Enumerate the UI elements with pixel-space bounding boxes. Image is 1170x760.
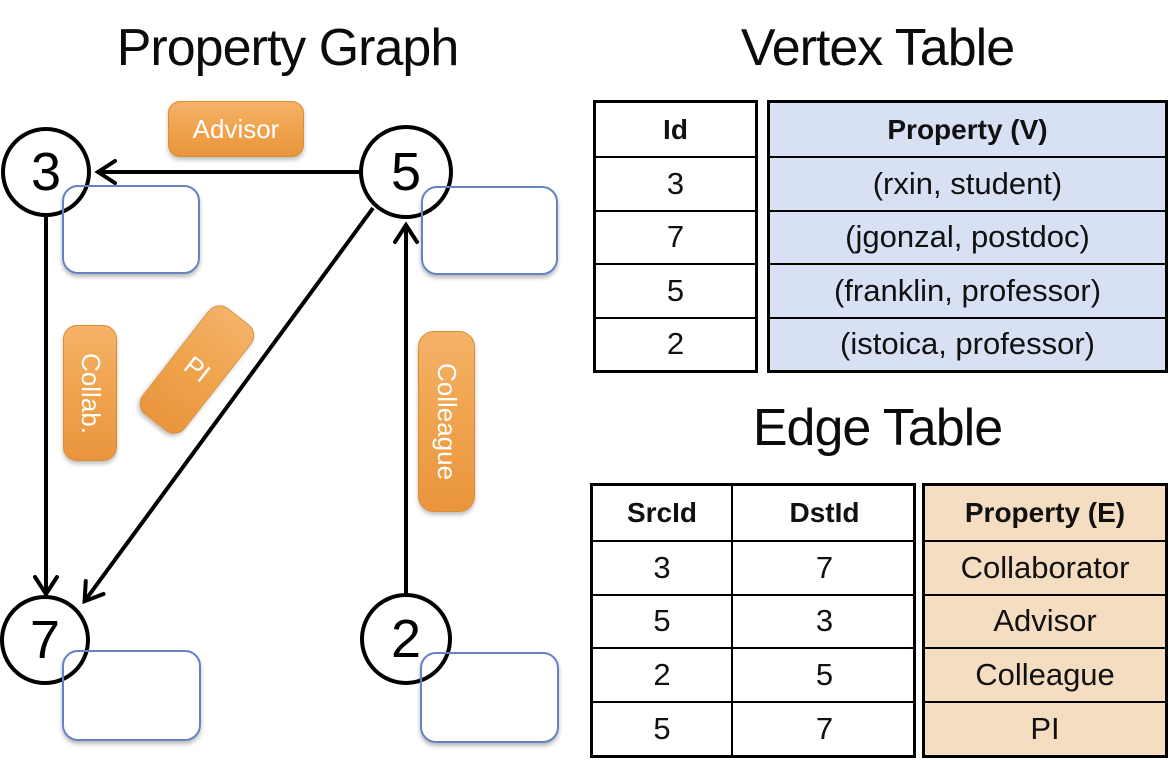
vertex-table-property-cell: (franklin, professor) (770, 263, 1165, 316)
vertex-table-property-cell: (istoica, professor) (770, 316, 1165, 370)
edge-label-text: Advisor (192, 113, 280, 144)
vertex-table-id-cell: 5 (596, 263, 755, 316)
vertex-label-line2: stu. (82, 240, 126, 270)
vertex-table-property-column: Property (V) (rxin, student) (jgonzal, p… (767, 100, 1168, 373)
vertex-table-property-cell: (jgonzal, postdoc) (770, 209, 1165, 263)
edge-table-src-cell: 5 (593, 701, 731, 755)
vertex-id-3: 3 (30, 142, 62, 202)
vertex-label-line1: franklin, (441, 202, 536, 232)
edge-table-id-columns: SrcId DstId 3 7 5 3 2 5 5 7 (590, 483, 916, 758)
edge-label-colleague: Colleague (418, 331, 475, 512)
edge-label-text: Colleague (432, 362, 462, 481)
edge-table-src-cell: 5 (593, 593, 731, 648)
edge-table-srcid-header: SrcId (626, 496, 698, 528)
edge-table-property-cell: Advisor (925, 593, 1165, 648)
edge-pi-5-to-7 (82, 206, 375, 605)
edge-label-text: PI (178, 349, 217, 389)
vertex-label-franklin: franklin, prof. (421, 186, 558, 275)
vertex-table-id-header: Id (663, 113, 688, 145)
edge-label-collab: Collab. (63, 325, 117, 461)
vertex-label-line2: prof. (441, 241, 496, 271)
edge-label-advisor: Advisor (168, 101, 304, 157)
vertex-id-2: 2 (390, 609, 422, 669)
vertex-label-line2: prof. (440, 707, 495, 737)
edge-table-src-cell: 2 (593, 647, 731, 701)
edge-table-src-cell: 3 (593, 539, 731, 594)
edge-table-property-cell: Collaborator (925, 539, 1165, 594)
vertex-table-id-cell: 3 (596, 156, 755, 209)
edge-table-dst-cell: 7 (731, 539, 916, 594)
vertex-table-id-cell: 7 (596, 209, 755, 263)
vertex-table-property-header: Property (V) (887, 113, 1048, 145)
edge-table-dstid-header: DstId (731, 486, 916, 540)
property-graph-title: Property Graph (116, 19, 460, 77)
vertex-label-rxin: rxin stu. (62, 185, 200, 274)
edge-table-property-cell: PI (925, 701, 1165, 755)
edge-table-property-cell: Colleague (925, 647, 1165, 701)
vertex-id-5: 5 (390, 142, 422, 202)
vertex-label-line1: jgonzal, (82, 666, 176, 696)
edge-label-text: Collab. (75, 352, 106, 434)
edge-table-dst-cell: 7 (731, 701, 916, 755)
vertex-label-line1: istoica (440, 668, 517, 698)
vertex-table-id-cell: 2 (596, 316, 755, 370)
vertex-table-id-column: Id 3 7 5 2 (593, 100, 758, 373)
vertex-label-istoica: istoica prof. (420, 652, 559, 743)
vertex-id-7: 7 (29, 610, 61, 670)
edge-table-property-column: Property (E) Collaborator Advisor Collea… (922, 483, 1168, 758)
vertex-label-line2: pst.doc. (82, 705, 177, 735)
edge-table-dst-cell: 3 (731, 593, 916, 648)
vertex-table-title: Vertex Table (740, 19, 1015, 77)
edge-table-title: Edge Table (752, 399, 1003, 457)
edge-table-dst-cell: 5 (731, 647, 916, 702)
edge-table-property-header: Property (E) (964, 496, 1126, 528)
vertex-label-jgonzal: jgonzal, pst.doc. (62, 650, 201, 741)
vertex-table-property-cell: (rxin, student) (770, 156, 1165, 209)
vertex-label-line1: rxin (82, 201, 126, 231)
